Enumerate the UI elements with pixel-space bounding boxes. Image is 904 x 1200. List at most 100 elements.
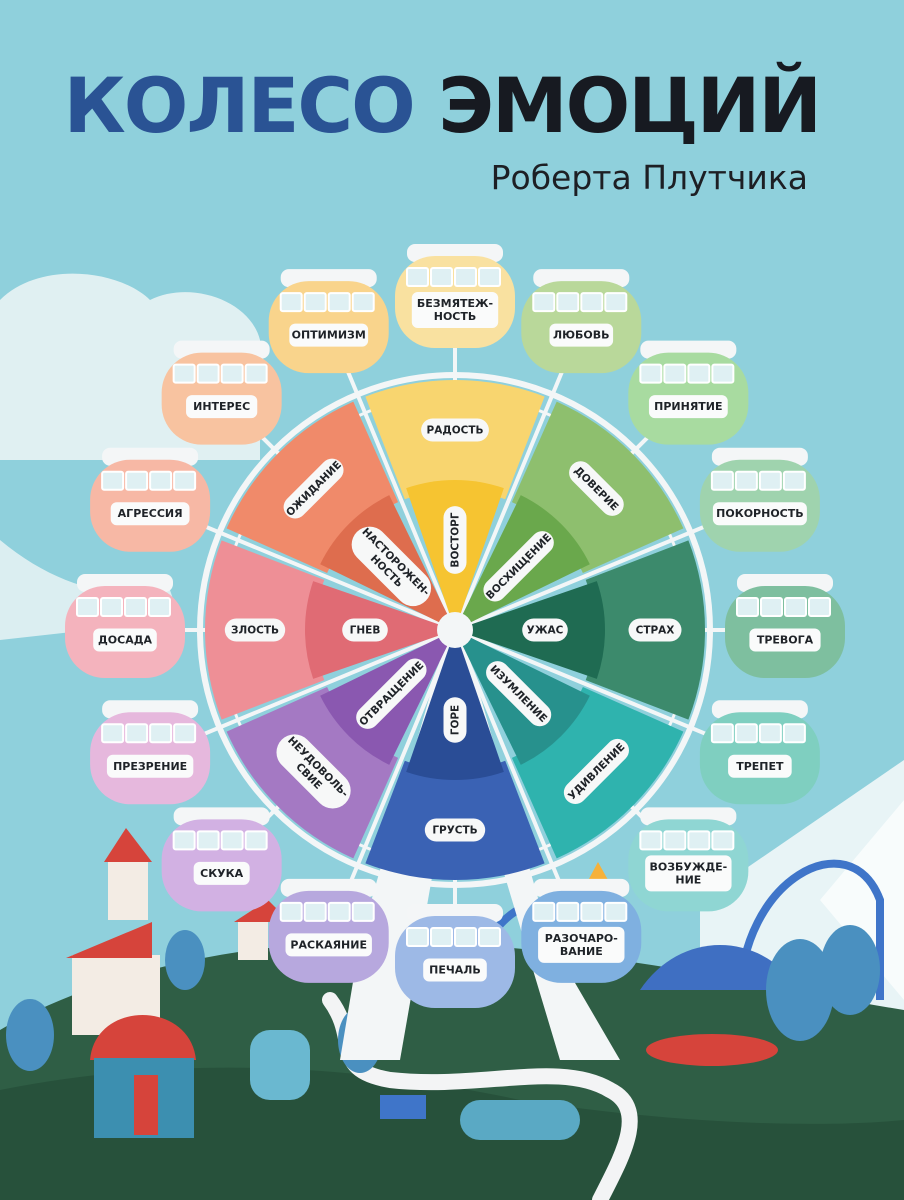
cabin-window — [758, 470, 782, 491]
cabin-window — [149, 470, 173, 491]
cabin-window — [736, 597, 759, 617]
sector-label-inner-1-pill — [483, 531, 554, 602]
sector-label-outer-6-text: ЗЛОСТЬ — [231, 625, 279, 637]
cabin-window — [124, 597, 147, 617]
cabin-window — [454, 927, 477, 947]
cabin-window — [172, 363, 196, 384]
tree-1 — [165, 930, 205, 990]
sector-label-outer-0: РАДОСТЬ — [421, 418, 489, 442]
cabin-label-6: ВОЗБУЖДЕ- — [649, 860, 727, 873]
cabin-window — [808, 597, 831, 617]
spoke-15 — [326, 324, 457, 631]
emotion-sectors: РАДОСТЬВОСТОРГДОВЕРИЕВОСХИЩЕНИЕСТРАХУЖАС… — [205, 380, 706, 880]
cabin-window — [100, 597, 123, 617]
cabin-window — [556, 292, 580, 313]
cabin-label-0: БЕЗМЯТЕЖ- — [417, 297, 493, 310]
cabin-window — [101, 470, 125, 491]
cabin-4: ТРЕВОГА — [725, 574, 845, 678]
ground-front — [0, 1067, 904, 1200]
cabin-label-7: ВАНИЕ — [560, 945, 603, 958]
cabin-7: РАЗОЧАРО-ВАНИЕ — [521, 878, 642, 983]
cabin-label-box — [749, 628, 821, 652]
tent-dome — [90, 1015, 196, 1060]
cabin-10: СКУКА — [161, 807, 282, 912]
cabin-label-box — [645, 855, 732, 892]
cabin-window — [604, 901, 628, 922]
sector-label-inner-3-pill — [486, 661, 552, 727]
carousel-roof — [640, 945, 800, 990]
cabin-window — [711, 830, 735, 851]
cabin-label-15: ОПТИМИЗМ — [292, 329, 366, 342]
cabin-window — [760, 597, 783, 617]
cabin-label-box — [712, 502, 807, 526]
tower-roof — [104, 828, 152, 862]
ferris-wheel: РАДОСТЬВОСТОРГДОВЕРИЕВОСХИЩЕНИЕСТРАХУЖАС… — [65, 244, 845, 1060]
cabin-window — [734, 470, 758, 491]
poster-subtitle: Роберта Плутчика — [490, 158, 808, 197]
cabin-window — [76, 597, 99, 617]
sector-label-inner-0-text: ВОСТОРГ — [450, 512, 462, 567]
cabin-window — [196, 363, 220, 384]
cabin-window — [782, 470, 806, 491]
wheel-hub — [437, 612, 473, 648]
cabin-window — [663, 830, 687, 851]
cabin-label-box — [289, 323, 369, 347]
cabin-window — [532, 901, 556, 922]
sector-label-inner-5-pill — [356, 658, 427, 729]
cabin-window — [125, 470, 149, 491]
cabin-label-box — [538, 926, 625, 963]
cabin-window — [173, 723, 197, 744]
cabin-14: ИНТЕРЕС — [161, 340, 282, 445]
cabin-1: ЛЮБОВЬ — [521, 269, 642, 374]
tree-4 — [820, 925, 880, 1015]
sector-label-outer-4-text: ГРУСТЬ — [432, 825, 477, 837]
cabin-window — [532, 292, 556, 313]
sector-label-outer-7-pill — [283, 458, 344, 519]
cabin-label-box — [93, 628, 157, 652]
cabin-label-box — [411, 292, 499, 328]
hedge-1 — [250, 1030, 310, 1100]
cabin-window — [580, 901, 604, 922]
cabin-0: БЕЗМЯТЕЖ-НОСТЬ — [395, 244, 515, 348]
sector-label-outer-1-pill — [569, 461, 624, 516]
cabin-window — [711, 363, 735, 384]
cabin-window — [782, 723, 806, 744]
cabin-label-14: ИНТЕРЕС — [193, 400, 250, 413]
cabin-label-10: СКУКА — [200, 867, 244, 880]
cabin-window — [220, 830, 244, 851]
cabin-window — [148, 597, 171, 617]
cabin-window — [173, 470, 197, 491]
cabin-window — [734, 723, 758, 744]
cabin-window — [663, 363, 687, 384]
cabin-label-box — [285, 933, 372, 957]
sector-label-outer-4: ГРУСТЬ — [424, 818, 486, 842]
spoke-1 — [453, 324, 584, 631]
cabin-label-box — [106, 754, 194, 778]
cabin-3: ПОКОРНОСТЬ — [699, 447, 820, 552]
cabin-label-box — [423, 958, 487, 982]
sector-label-outer-3-pill — [563, 738, 629, 804]
cabin-window — [580, 292, 604, 313]
cabin-label-0: НОСТЬ — [434, 310, 477, 323]
sector-label-inner-2: УЖАС — [522, 618, 568, 642]
sector-label-outer-6: ЗЛОСТЬ — [224, 618, 286, 642]
tree-3 — [766, 939, 834, 1041]
sector-label-outer-5-pill — [276, 734, 351, 809]
cabin-label-12: ДОСАДА — [98, 634, 153, 647]
tower — [108, 860, 148, 920]
cabin-label-box — [186, 395, 258, 419]
carousel-base — [646, 1034, 778, 1066]
cabin-window — [710, 470, 734, 491]
cabin-label-9: РАСКАЯНИЕ — [290, 938, 367, 951]
house-mid — [238, 920, 268, 960]
sector-label-outer-0-pill — [421, 418, 489, 442]
poster-title: КОЛЕСО ЭМОЦИЙ — [0, 68, 822, 144]
sector-label-outer-6-pill — [224, 618, 286, 642]
cabin-window — [279, 292, 303, 313]
cabin-window — [478, 927, 501, 947]
cabin-12: ДОСАДА — [65, 574, 185, 678]
hedge-2 — [460, 1100, 580, 1140]
sector-label-inner-4: ГОРЕ — [443, 697, 467, 743]
cabin-label-8: ПЕЧАЛЬ — [429, 964, 481, 977]
